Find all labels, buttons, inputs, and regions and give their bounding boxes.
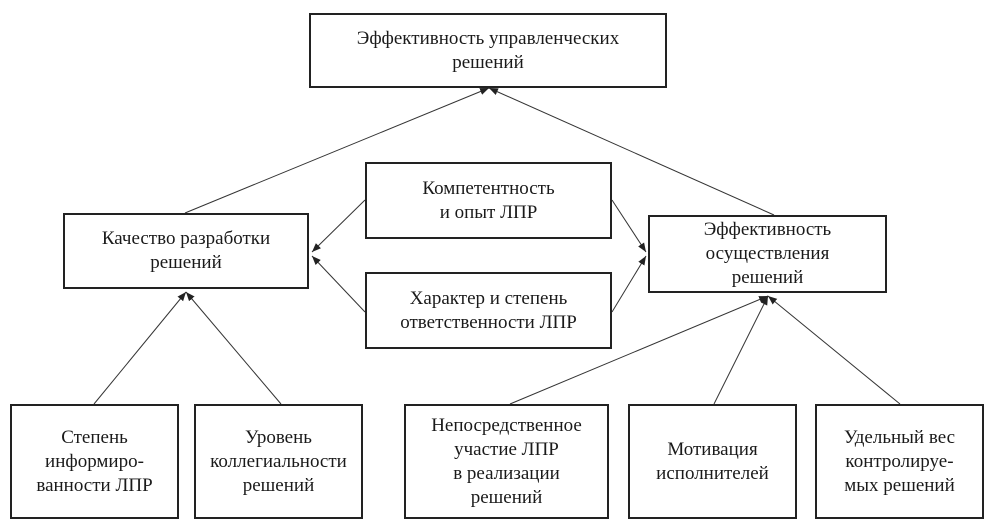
edge-responsibility-to-quality [311,255,366,313]
edge-competence-to-implementation [611,199,647,253]
edge-responsibility-to-implementation [611,255,647,313]
node-collegiality: Уровень коллегиальности решений [194,404,363,519]
edge-participation-to-implementation [509,295,769,405]
node-quality-label: Качество разработки решений [101,228,271,273]
node-quality: Качество разработки решений [63,213,309,289]
node-responsibility: Характер и степень ответственности ЛПР [365,272,612,349]
edge-controlled-to-implementation [767,295,901,405]
node-participation-label: Непосредственное участие ЛПР в реализаци… [431,414,582,508]
edge-competence-to-quality [311,199,366,253]
node-participation: Непосредственное участие ЛПР в реализаци… [404,404,609,519]
node-responsibility-label: Характер и степень ответственности ЛПР [400,287,577,333]
node-collegiality-label: Уровень коллегиальности решений [210,426,347,496]
node-motivation: Мотивация исполнителей [628,404,797,519]
node-informedness: Степень информиро- ванности ЛПР [10,404,179,519]
edge-implementation-to-top [488,87,775,216]
node-controlled: Удельный вес контролируе- мых решений [815,404,984,519]
edge-quality-to-top [184,87,490,214]
edge-informedness-to-quality [93,291,187,405]
node-motivation-label: Мотивация исполнителей [656,438,769,484]
node-implementation-label: Эффективность осуществления решений [703,219,832,288]
node-competence-label: Компетентность и опыт ЛПР [422,177,555,223]
node-controlled-label: Удельный вес контролируе- мых решений [843,426,956,496]
node-informedness-label: Степень информиро- ванности ЛПР [36,426,153,496]
node-competence: Компетентность и опыт ЛПР [365,162,612,239]
node-top: Эффективность управленческих решений [309,13,667,88]
node-implementation: Эффективность осуществления решений [648,215,887,293]
edge-collegiality-to-quality [185,291,282,405]
edge-motivation-to-implementation [713,295,769,405]
node-top-label: Эффективность управленческих решений [356,27,620,73]
